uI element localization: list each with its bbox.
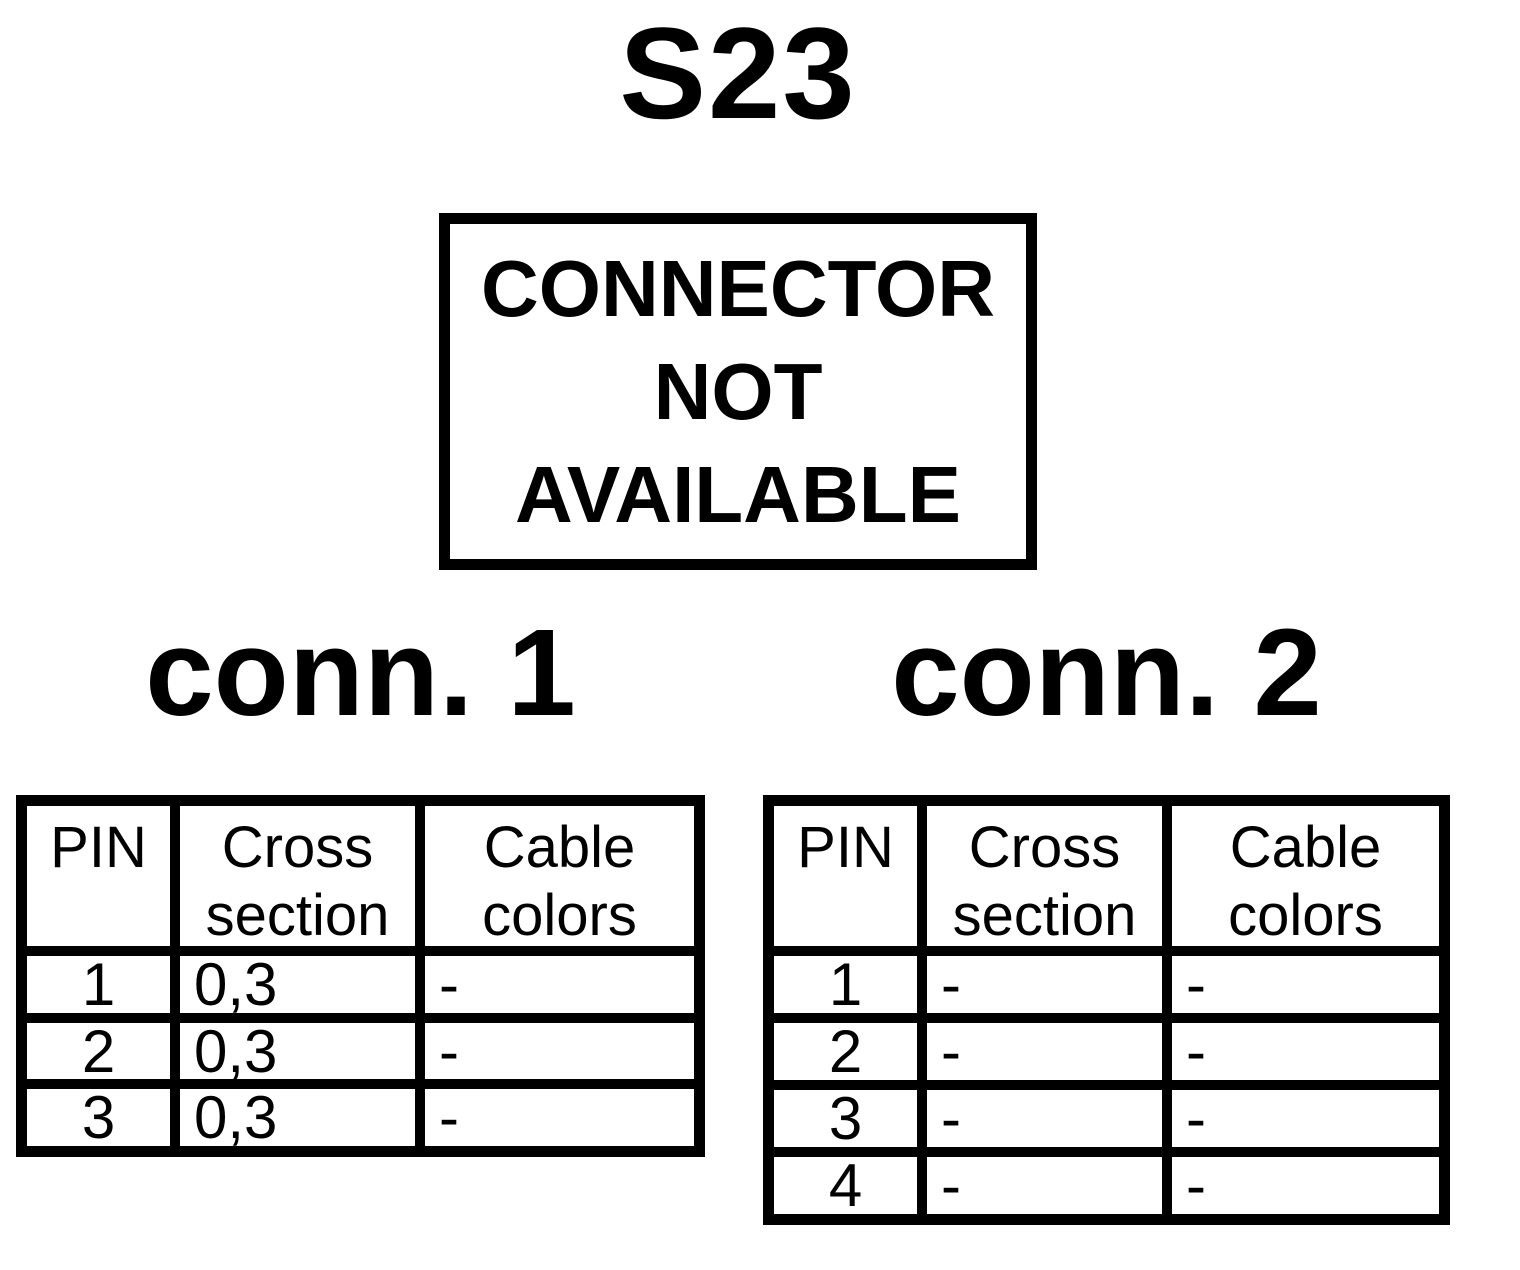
conn2-row4-cross: -: [927, 1157, 1162, 1214]
conn1-row3-pin: 3: [27, 1089, 170, 1146]
conn2-row1-cable: -: [1172, 956, 1439, 1013]
conn2-row3-pin: 3: [774, 1090, 917, 1147]
conn1-row1-cross: 0,3: [180, 956, 415, 1013]
conn1-row1-pin: 1: [27, 956, 170, 1013]
conn2-pin-table: PIN Cross section Cable colors 1 - - 2 -…: [763, 795, 1450, 1225]
conn1-row3-cable: -: [425, 1089, 694, 1146]
conn2-heading: conn. 2: [891, 605, 1322, 742]
conn1-header-pin: PIN: [27, 806, 170, 946]
conn2-header-cross: Cross section: [927, 806, 1162, 946]
conn1-row2-cable: -: [425, 1022, 694, 1080]
conn2-row2-pin: 2: [774, 1023, 917, 1080]
conn2-row1-pin: 1: [774, 956, 917, 1013]
page-title: S23: [619, 0, 857, 146]
conn2-row4-pin: 4: [774, 1157, 917, 1214]
conn1-pin-table: PIN Cross section Cable colors 1 0,3 - 2…: [16, 795, 705, 1157]
notice-line-2: NOT: [653, 347, 823, 436]
conn2-header-pin: PIN: [774, 806, 917, 946]
notice-line-1: CONNECTOR: [480, 244, 996, 333]
connector-not-available-box: CONNECTOR NOT AVAILABLE: [439, 213, 1037, 570]
notice-line-3: AVAILABLE: [515, 450, 961, 539]
conn1-header-cable: Cable colors: [425, 806, 694, 946]
conn2-row2-cross: -: [927, 1023, 1162, 1080]
conn1-row3-cross: 0,3: [180, 1089, 415, 1146]
conn1-row2-pin: 2: [27, 1022, 170, 1080]
conn1-heading: conn. 1: [145, 605, 576, 742]
conn2-row4-cable: -: [1172, 1157, 1439, 1214]
conn2-row3-cross: -: [927, 1090, 1162, 1147]
conn1-row1-cable: -: [425, 956, 694, 1013]
conn1-row2-cross: 0,3: [180, 1022, 415, 1080]
conn2-header-cable: Cable colors: [1172, 806, 1439, 946]
conn2-row1-cross: -: [927, 956, 1162, 1013]
conn1-header-cross: Cross section: [180, 806, 415, 946]
conn2-row3-cable: -: [1172, 1090, 1439, 1147]
conn2-row2-cable: -: [1172, 1023, 1439, 1080]
